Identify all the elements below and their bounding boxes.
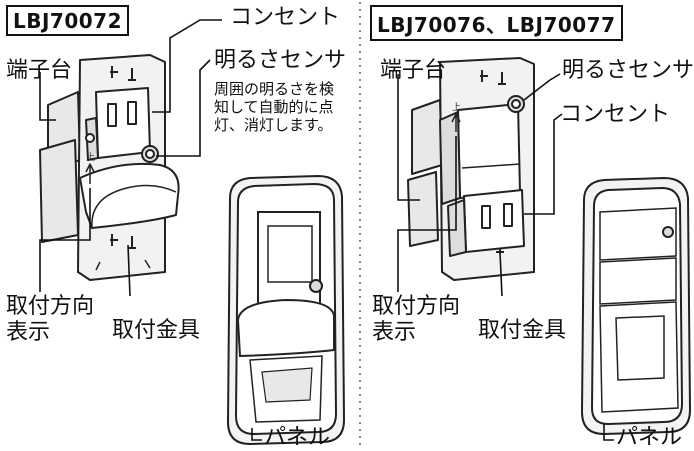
right-bracket-label: 取付金具 (478, 318, 567, 343)
right-outlet-label: コンセント (560, 102, 671, 127)
right-up-mark-glyph: 上 (452, 102, 461, 113)
right-mount-direction-label-1: 取付方向 (372, 294, 461, 319)
right-outlet-body (463, 189, 525, 253)
right-model-numbers: LBJ70076、LBJ70077 (370, 5, 623, 41)
left-leader-lines (39, 19, 222, 297)
left-panel-leader (251, 428, 262, 441)
left-panel (226, 174, 346, 446)
left-outlet-body (95, 87, 151, 159)
left-bracket-label: 取付金具 (112, 318, 201, 343)
left-outlet-label: コンセント (230, 5, 341, 30)
left-up-mark-glyph: 上 (86, 152, 95, 163)
left-mount-direction-label-1: 取付方向 (6, 294, 95, 319)
right-leader-lines (397, 73, 563, 297)
right-device (407, 57, 535, 281)
left-model-number: LBJ70072 (6, 5, 130, 36)
left-light-sensor-label: 明るさセンサ (214, 48, 347, 73)
right-terminal-block (411, 99, 443, 175)
right-panel-label: パネル (616, 425, 683, 450)
right-light-sensor-label: 明るさセンサ (562, 58, 694, 83)
left-terminal-block-label: 端子台 (6, 58, 73, 83)
right-upper-module (457, 103, 521, 199)
left-hood-cover (79, 162, 180, 229)
left-mount-direction-label-2: 表示 (6, 320, 51, 345)
right-panel (580, 176, 692, 436)
left-sensor-description: 周囲の明るさを検知して自動的に点灯、消灯します。 (214, 80, 335, 134)
right-terminal-block-label: 端子台 (380, 58, 447, 83)
left-device (39, 54, 180, 281)
right-panel-leader (603, 424, 614, 441)
left-panel-label: パネル (264, 425, 331, 450)
right-mount-direction-label-2: 表示 (372, 320, 417, 345)
